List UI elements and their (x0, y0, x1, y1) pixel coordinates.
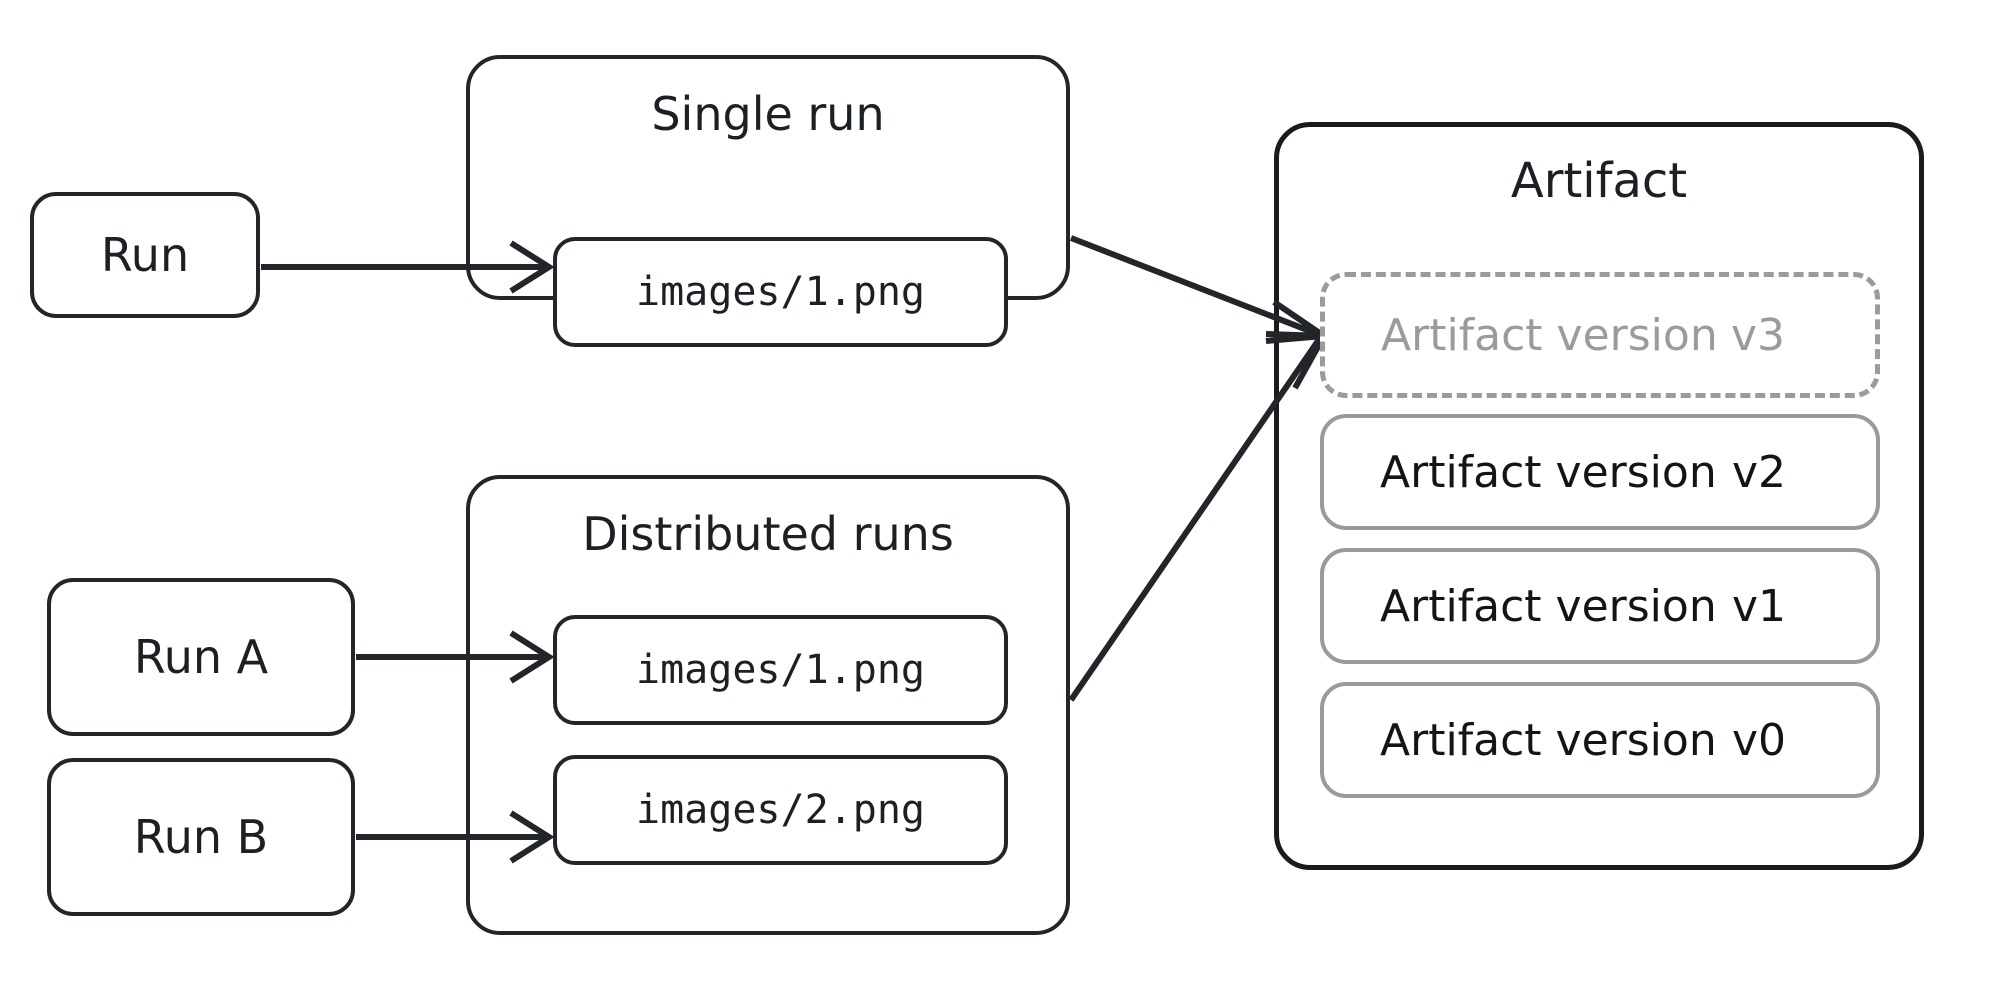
single-run-file-0-label: images/1.png (636, 269, 925, 315)
distributed-runs-group-title: Distributed runs (582, 507, 954, 561)
artifact-version-v0[interactable]: Artifact version v0 (1320, 682, 1880, 798)
distributed-runs-group[interactable]: Distributed runs (466, 475, 1070, 935)
distributed-file-1-label: images/2.png (636, 787, 925, 833)
single-run-file-0[interactable]: images/1.png (553, 237, 1008, 347)
artifact-version-v0-label: Artifact version (1380, 714, 1717, 766)
artifact-version-v3[interactable]: Artifact version v3 (1320, 272, 1880, 398)
run-node-label: Run (100, 228, 190, 282)
run-a-node-label: Run A (133, 630, 269, 684)
distributed-file-0-label: images/1.png (636, 647, 925, 693)
artifact-version-v3-label: Artifact version (1381, 309, 1718, 361)
artifact-version-v2[interactable]: Artifact version v2 (1320, 414, 1880, 530)
artifact-version-v3-tag: v3 (1730, 309, 1785, 361)
artifact-version-v1[interactable]: Artifact version v1 (1320, 548, 1880, 664)
artifact-version-v1-tag: v1 (1731, 580, 1786, 632)
artifact-panel-title: Artifact (1510, 153, 1688, 209)
artifact-version-v2-tag: v2 (1731, 446, 1786, 498)
single-run-group-title: Single run (651, 87, 885, 141)
artifact-version-v0-tag: v0 (1731, 714, 1786, 766)
run-node[interactable]: Run (30, 192, 260, 318)
run-a-node[interactable]: Run A (47, 578, 355, 736)
run-b-node[interactable]: Run B (47, 758, 355, 916)
run-b-node-label: Run B (133, 810, 269, 864)
distributed-file-0[interactable]: images/1.png (553, 615, 1008, 725)
artifact-version-v1-label: Artifact version (1380, 580, 1717, 632)
distributed-file-1[interactable]: images/2.png (553, 755, 1008, 865)
artifact-version-v2-label: Artifact version (1380, 446, 1717, 498)
